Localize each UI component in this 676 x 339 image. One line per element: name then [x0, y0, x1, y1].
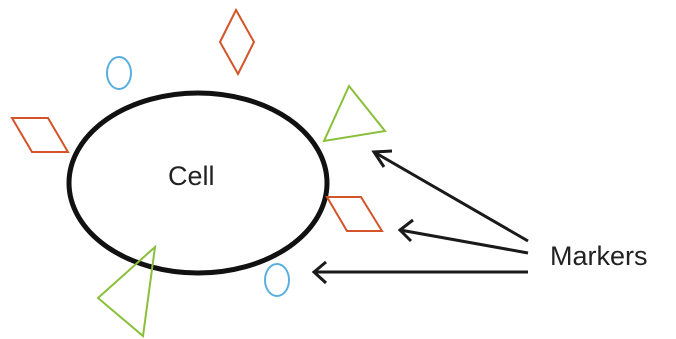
arrow-to-diamond — [397, 218, 529, 255]
oval-marker-bottom — [264, 263, 290, 297]
cell-label: Cell — [168, 161, 215, 191]
oval-marker-top-left — [106, 56, 132, 90]
triangle-marker-top-right — [322, 84, 387, 143]
arrow-to-oval — [311, 260, 528, 285]
arrow-to-triangle — [371, 149, 529, 243]
diamond-marker-right — [325, 196, 384, 232]
markers-label: Markers — [550, 241, 648, 271]
triangle-marker-bottom-left — [96, 244, 157, 338]
diamond-marker-top — [218, 7, 256, 77]
diamond-marker-left — [10, 117, 70, 153]
cell-outline — [66, 90, 330, 276]
